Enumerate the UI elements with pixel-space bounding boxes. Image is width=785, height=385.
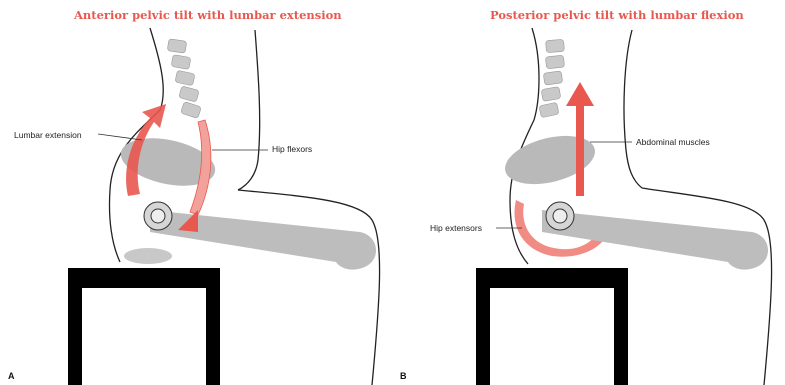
ischium — [124, 248, 172, 264]
panel-b: Posterior pelvic tilt with lumbar flexio… — [392, 0, 785, 385]
label-lumbar-extension: Lumbar extension — [14, 130, 82, 140]
stool-opening — [490, 288, 614, 385]
lumbar-spine — [167, 39, 201, 119]
panel-title: Anterior pelvic tilt with lumbar extensi… — [74, 8, 342, 22]
stool-opening — [82, 288, 206, 385]
lumbar-spine — [539, 39, 565, 117]
panel-a: Anterior pelvic tilt with lumbar extensi… — [0, 0, 392, 385]
thigh-outline — [238, 190, 380, 385]
thigh-outline — [642, 188, 772, 385]
label-abdominal-muscles: Abdominal muscles — [636, 137, 710, 147]
label-hip-flexors: Hip flexors — [272, 144, 312, 154]
front-outline — [238, 30, 260, 190]
femur — [150, 210, 376, 270]
pelvis — [500, 128, 600, 193]
anterior-tilt-figure — [0, 0, 392, 385]
panel-letter: B — [400, 371, 407, 381]
panel-letter: A — [8, 371, 15, 381]
femur — [542, 210, 768, 270]
panel-title: Posterior pelvic tilt with lumbar flexio… — [490, 8, 744, 22]
front-outline — [624, 30, 642, 188]
label-hip-extensors: Hip extensors — [430, 223, 482, 233]
posterior-tilt-figure — [392, 0, 785, 385]
